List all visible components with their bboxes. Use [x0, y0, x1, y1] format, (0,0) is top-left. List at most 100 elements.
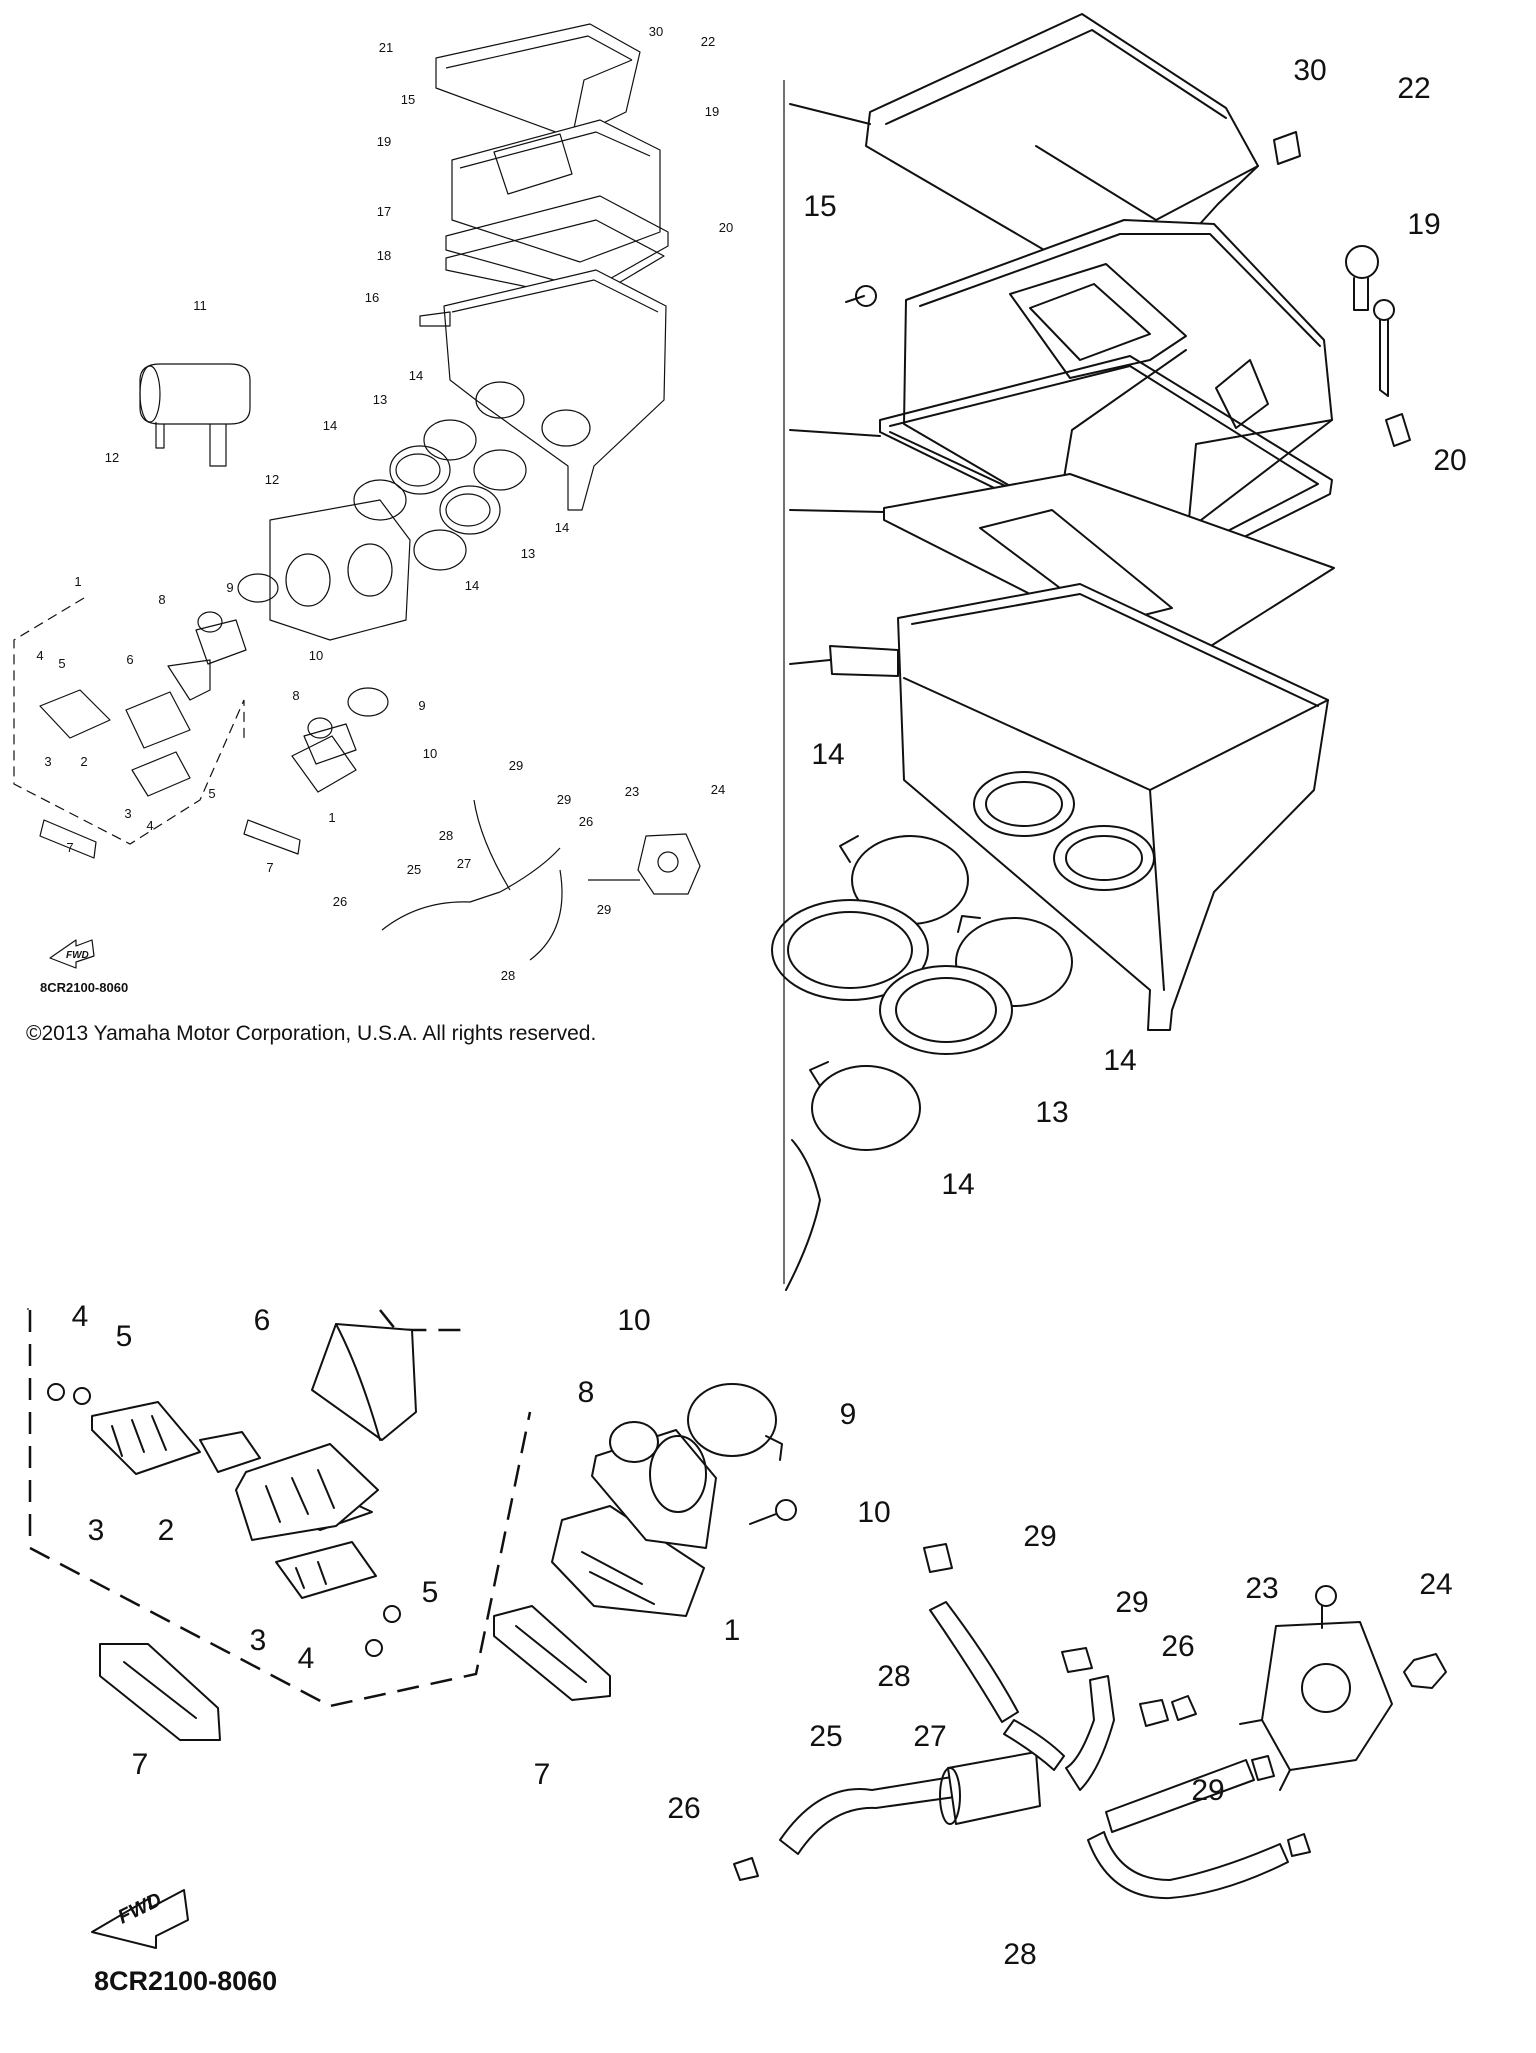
airbox-callout-19: 19 — [1407, 208, 1440, 241]
intake-callout-29: 29 — [1191, 1774, 1224, 1807]
intake-bolts-upper — [47, 1383, 91, 1405]
overview-reed-valves — [39, 659, 357, 797]
intake-callout-7: 7 — [132, 1748, 149, 1781]
overview-callout-9: 9 — [226, 580, 233, 595]
overview-fwd-label: FWD — [66, 950, 89, 961]
intake-manifold — [591, 1421, 717, 1549]
airbox-badge — [1273, 131, 1301, 165]
intake-callout-4: 4 — [298, 1642, 315, 1675]
overview-callout-29: 29 — [557, 792, 571, 807]
overview-callout-5: 5 — [58, 656, 65, 671]
intake-bolt-lower — [365, 1639, 383, 1657]
overview-callout-1: 1 — [328, 810, 335, 825]
intake-callout-9: 9 — [840, 1398, 857, 1431]
airbox-callout-14: 14 — [811, 738, 844, 771]
overview-callout-12: 12 — [105, 450, 119, 465]
hose-upper-28 — [929, 1601, 1019, 1723]
overview-callout-21: 21 — [379, 40, 393, 55]
overview-callout-26: 26 — [333, 894, 347, 909]
overview-callout-19: 19 — [377, 134, 391, 149]
overview-airbox-lid — [435, 23, 641, 139]
overview-callout-18: 18 — [377, 248, 391, 263]
overview-callout-13: 13 — [521, 546, 535, 561]
intake-callout-24: 24 — [1419, 1568, 1452, 1601]
overview-callout-12: 12 — [265, 472, 279, 487]
overview-airbox-top — [451, 119, 661, 263]
airbox-callout-14: 14 — [1103, 1044, 1136, 1077]
oil-hoses-lower — [779, 1675, 1289, 1900]
intake-callout-7: 7 — [534, 1758, 551, 1791]
overview-callout-11: 11 — [193, 298, 207, 313]
overview-callout-28: 28 — [501, 968, 515, 983]
overview-filter-plate — [445, 219, 665, 301]
overview-callout-10: 10 — [309, 648, 323, 663]
overview-callout-17: 17 — [377, 204, 391, 219]
intake-callout-8: 8 — [578, 1376, 595, 1409]
overview-airbox-bottom — [419, 269, 667, 511]
overview-callout-30: 30 — [649, 24, 663, 39]
intake-callout-26: 26 — [667, 1792, 700, 1825]
oil-pump-nut — [1403, 1653, 1447, 1689]
overview-callout-14: 14 — [555, 520, 569, 535]
overview-callout-19: 19 — [705, 104, 719, 119]
airbox-callout-20: 20 — [1433, 444, 1466, 477]
airbox-callout-30: 30 — [1293, 54, 1326, 87]
airbox-callout-15: 15 — [803, 190, 836, 223]
overview-callout-7: 7 — [266, 860, 273, 875]
overview-callout-4: 4 — [146, 818, 153, 833]
overview-callout-23: 23 — [625, 784, 639, 799]
hose-clip-top — [923, 1543, 953, 1573]
oil-pump — [1239, 1585, 1393, 1791]
intake-callout-28: 28 — [1003, 1938, 1036, 1971]
intake-callout-4: 4 — [72, 1300, 89, 1333]
intake-reed-block-center — [235, 1443, 379, 1541]
intake-reed-valve-lower — [275, 1541, 377, 1599]
overview-callout-14: 14 — [323, 418, 337, 433]
airbox-bolt — [1345, 245, 1379, 311]
intake-callout-27: 27 — [913, 1720, 946, 1753]
intake-ref-code: 8CR2100-8060 — [94, 1966, 277, 1996]
overview-callout-24: 24 — [711, 782, 725, 797]
hose-clips-lower — [733, 1695, 1311, 1881]
overview-callout-3: 3 — [44, 754, 51, 769]
overview-clamps-and-joints — [353, 419, 527, 571]
airbox-callout-14: 14 — [941, 1168, 974, 1201]
intake-reed-block-right — [551, 1505, 705, 1617]
overview-callout-8: 8 — [158, 592, 165, 607]
overview-callout-15: 15 — [401, 92, 415, 107]
intake-clamp — [687, 1383, 783, 1461]
overview-callout-8: 8 — [292, 688, 299, 703]
overview-exploded-diagram: FWD 8CR2100-8060 ©2013 Yamaha Motor Corp… — [13, 23, 733, 1045]
overview-callout-16: 16 — [365, 290, 379, 305]
airbox-screw-and-clip — [845, 285, 1411, 447]
intake-callout-26: 26 — [1161, 1630, 1194, 1663]
overview-callout-10: 10 — [423, 746, 437, 761]
intake-callout-28: 28 — [877, 1660, 910, 1693]
intake-reed-valve-left — [91, 1401, 201, 1475]
overview-ref-code: 8CR2100-8060 — [40, 980, 128, 995]
overview-gasket-left — [39, 819, 97, 859]
overview-callout-14: 14 — [465, 578, 479, 593]
overview-callout-7: 7 — [66, 840, 73, 855]
overview-callout-2: 2 — [80, 754, 87, 769]
hose-clip-mid — [1061, 1647, 1093, 1673]
intake-manifold-bolt — [749, 1499, 797, 1525]
overview-callout-26: 26 — [579, 814, 593, 829]
intake-callout-6: 6 — [254, 1304, 271, 1337]
overview-callout-4: 4 — [36, 648, 43, 663]
intake-callout-2: 2 — [158, 1514, 175, 1547]
intake-callout-10: 10 — [857, 1496, 890, 1529]
intake-callout-23: 23 — [1245, 1572, 1278, 1605]
overview-callout-29: 29 — [509, 758, 523, 773]
overview-group-boundary — [13, 597, 245, 845]
airbox-callout-13: 13 — [1035, 1096, 1068, 1129]
airbox-detail-view — [771, 13, 1411, 1291]
overview-callout-28: 28 — [439, 828, 453, 843]
overview-callout-5: 5 — [208, 786, 215, 801]
intake-callout-5: 5 — [422, 1576, 439, 1609]
overview-oil-pump-and-hoses — [381, 799, 701, 961]
